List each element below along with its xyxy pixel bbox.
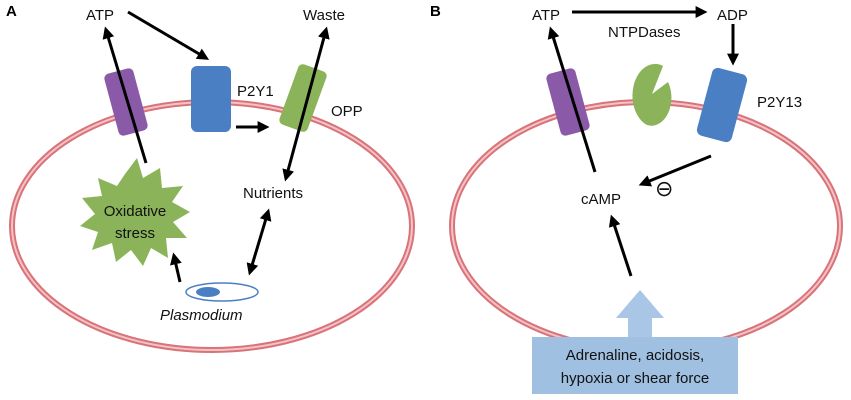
panel-a: A P2Y1 OPP ATP Waste Nutrients Oxidative…	[6, 3, 415, 353]
oxidative-stress-star	[80, 158, 190, 266]
stimuli-line1: Adrenaline, acidosis,	[566, 347, 704, 364]
atp-channel-a	[104, 68, 148, 136]
ntpdases-label: NTPDases	[608, 24, 681, 41]
plasmodium-nucleus	[196, 287, 220, 297]
opp-label: OPP	[331, 103, 363, 120]
nutrients-label: Nutrients	[243, 185, 303, 202]
stimuli-arrow	[616, 290, 664, 340]
arrow-p2y13-inhibits-camp	[638, 154, 712, 187]
stimuli-box	[532, 337, 738, 394]
plasmodium-label: Plasmodium	[160, 307, 243, 324]
p2y1-label: P2Y1	[237, 83, 274, 100]
stress-label-line1: Oxidative	[104, 203, 167, 220]
ntpdases-enzyme	[632, 63, 672, 126]
panel-b-label: B	[430, 3, 441, 20]
arrow-plasmodium-to-stress	[170, 252, 182, 283]
atp-label-a: ATP	[86, 7, 114, 24]
plasmodium-cell	[185, 282, 259, 302]
p2y13-receptor	[696, 67, 748, 143]
inhibit-symbol: ⊖	[655, 176, 673, 201]
arrow-camp-to-atp-b	[547, 26, 597, 173]
arrow-stress-to-atp	[102, 26, 148, 164]
atp-label-b: ATP	[532, 7, 560, 24]
panel-a-label: A	[6, 3, 17, 20]
arrow-stimuli-to-camp	[608, 214, 633, 277]
stress-label-line2: stress	[115, 225, 155, 242]
p2y1-receptor	[191, 66, 231, 132]
adp-label: ADP	[717, 7, 748, 24]
arrow-nutrients-waste	[282, 26, 330, 182]
stimuli-line2: hypoxia or shear force	[561, 370, 709, 387]
camp-label: cAMP	[581, 191, 621, 208]
panel-b: B NTPDases P2Y13 ATP ADP cAMP ⊖ Adrenali…	[430, 3, 843, 394]
waste-label: Waste	[303, 7, 345, 24]
p2y13-label: P2Y13	[757, 94, 802, 111]
arrow-atp-to-p2y1	[127, 10, 210, 60]
arrow-plasmodium-nutrients	[246, 208, 272, 276]
atp-channel-b	[546, 68, 590, 136]
